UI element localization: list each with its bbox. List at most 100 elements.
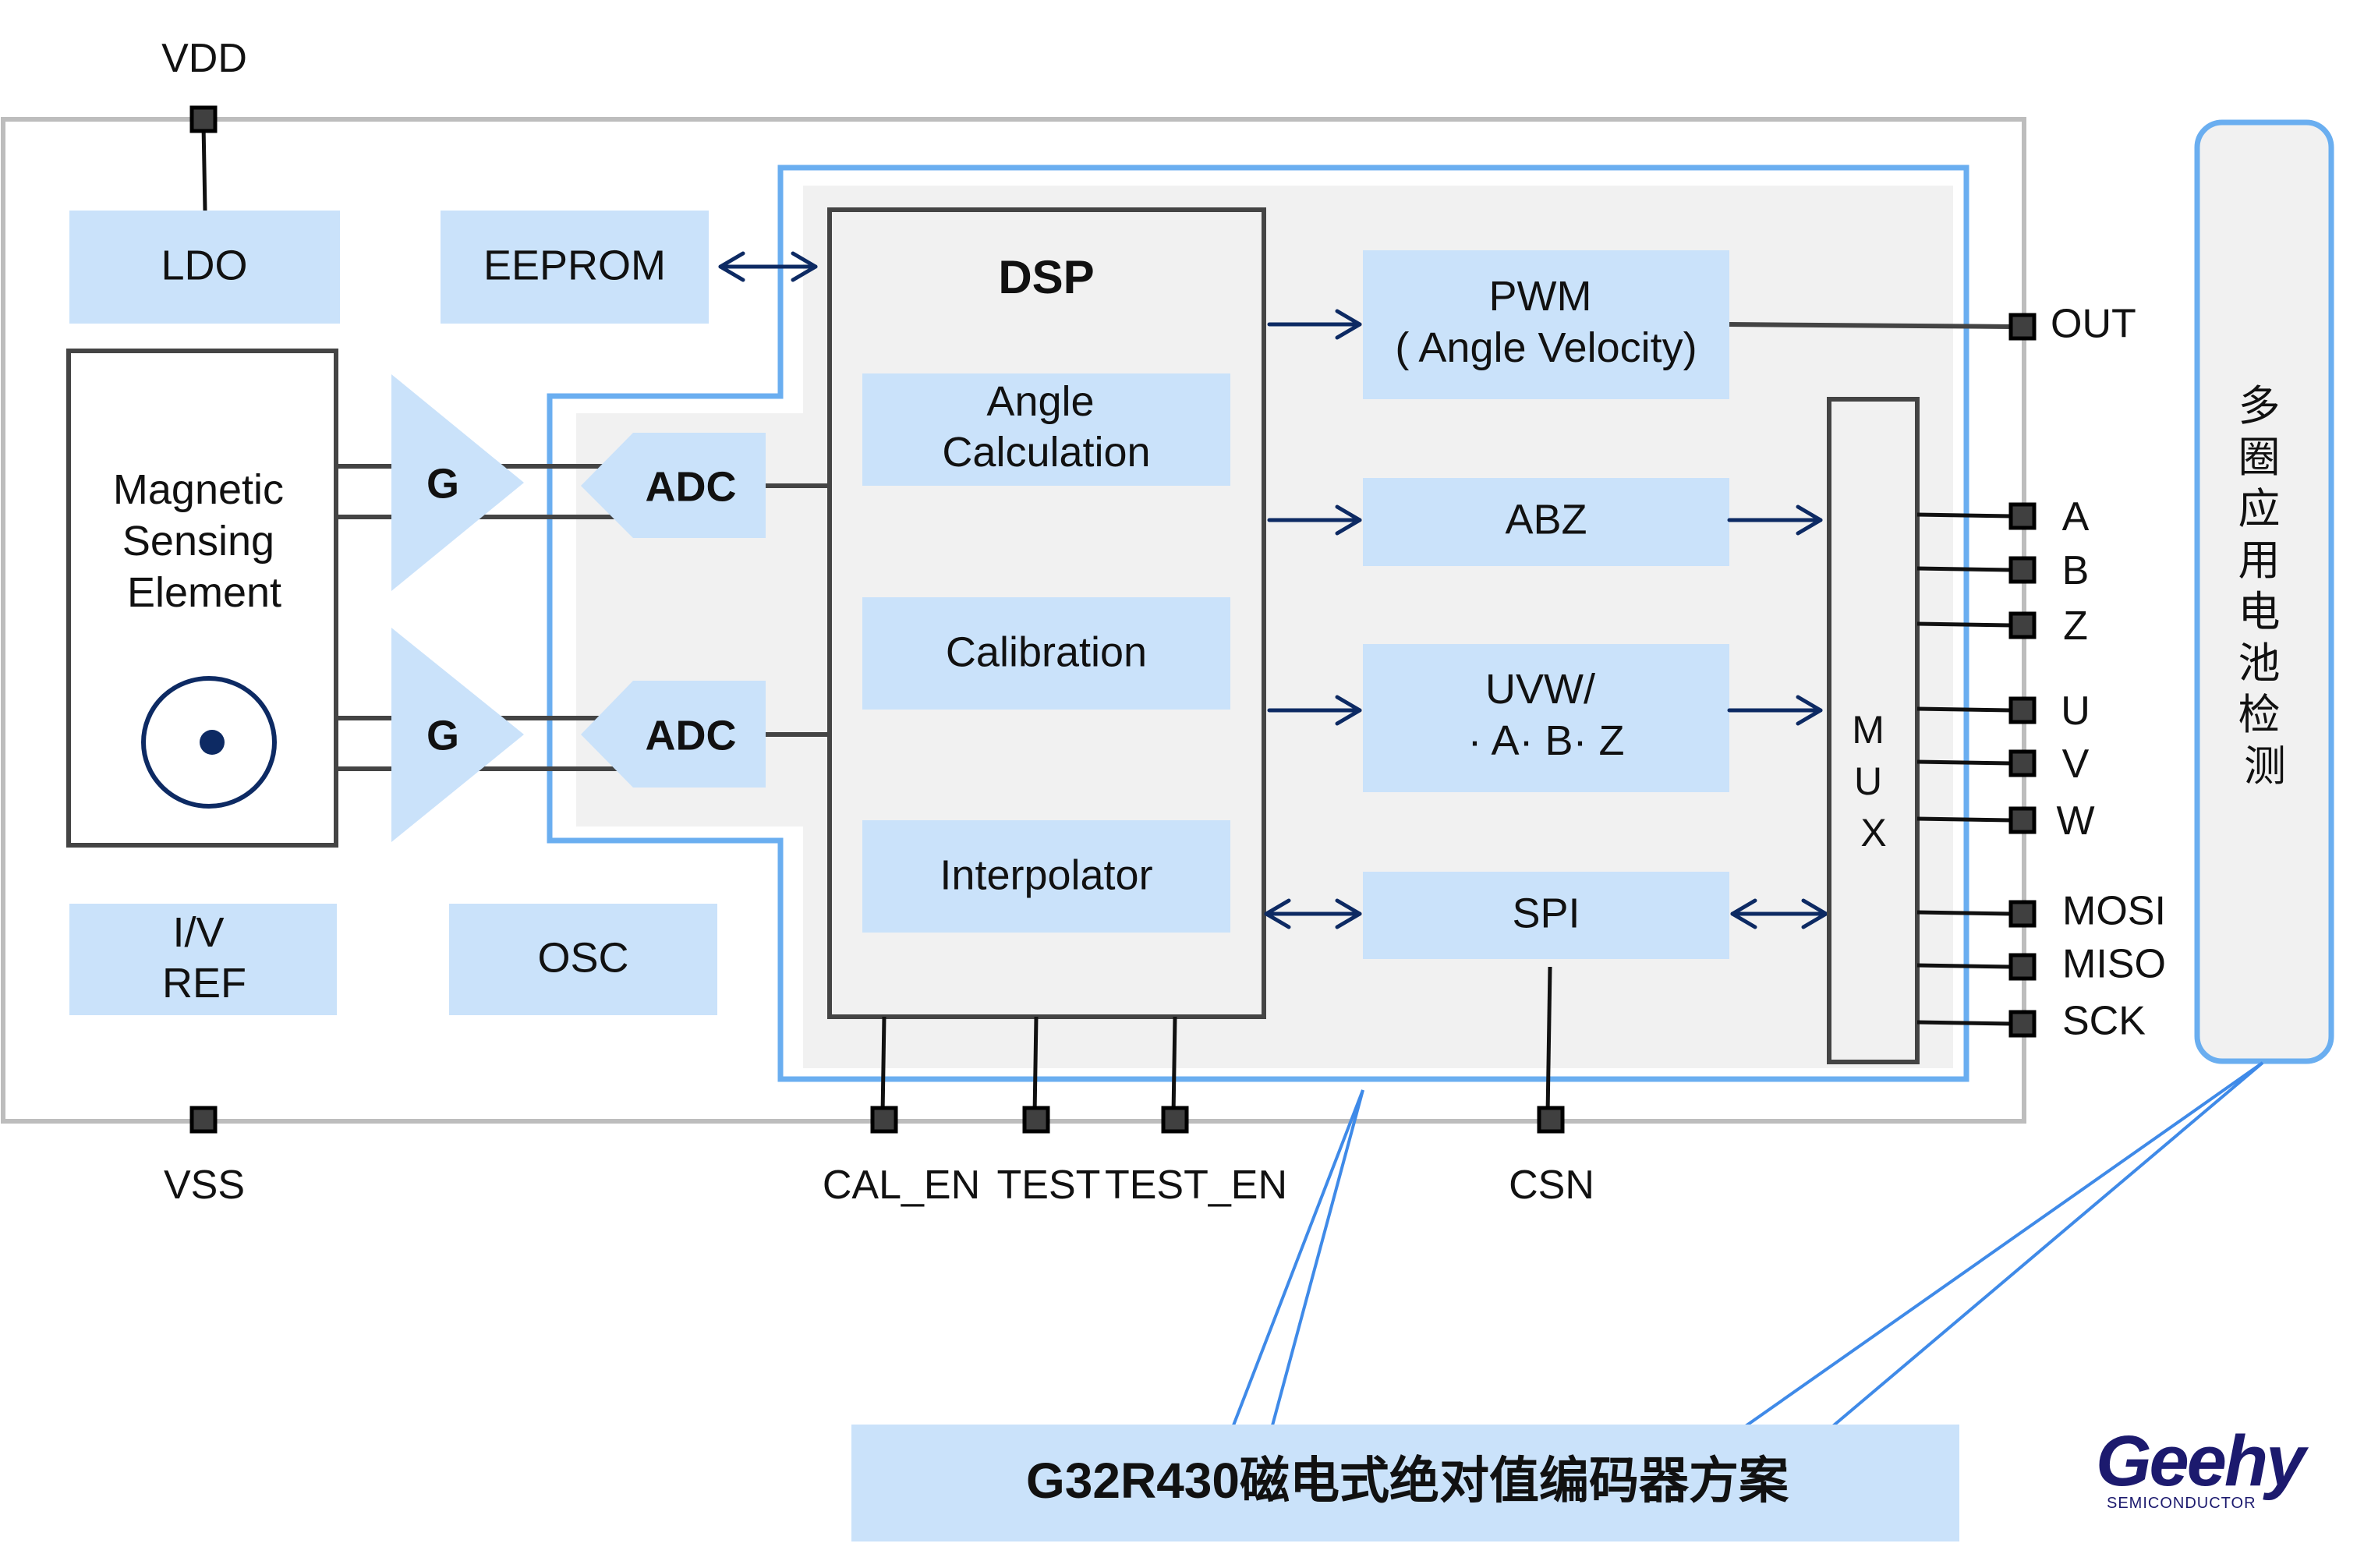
pwm-label: PWM ( Angle Velocity) xyxy=(1395,273,1697,371)
gain-2-label: G xyxy=(426,712,459,759)
ldo-block xyxy=(69,211,340,324)
mux-output-wires xyxy=(1916,512,2012,1026)
battery-detection-panel xyxy=(2194,119,2334,1064)
eeprom-dsp-bidirectional-arrow xyxy=(718,251,818,282)
test-en-label: TEST_EN xyxy=(1105,1163,1287,1208)
digital-region-outline xyxy=(547,165,1969,1082)
test-label: TEST xyxy=(997,1163,1101,1208)
mux-block xyxy=(1827,397,1920,1064)
spi-mux-bidirectional-arrow xyxy=(1730,898,1828,929)
eeprom-block xyxy=(441,211,709,324)
sck-label: SCK xyxy=(2062,999,2146,1044)
abz-block xyxy=(1363,478,1729,566)
pwm-block xyxy=(1363,250,1729,399)
iv-ref-line-1: I/V xyxy=(172,909,224,956)
mux-letter-m: M xyxy=(1852,708,1884,752)
test-en-pin xyxy=(1161,1106,1189,1134)
uvw-line-2: · A· B· Z xyxy=(1468,717,1625,764)
csn-label: CSN xyxy=(1509,1163,1594,1208)
gain-amplifier-2 xyxy=(391,628,524,842)
eeprom-label: EEPROM xyxy=(483,242,666,288)
vdd-pin xyxy=(189,105,218,133)
sensor-label-line-1: Magnetic xyxy=(113,466,284,513)
abz-to-mux-arrow xyxy=(1727,504,1823,536)
battery-char-5: 电 xyxy=(2238,589,2280,635)
v-pin xyxy=(2008,749,2037,777)
dsp-to-pwm-arrow xyxy=(1267,309,1362,340)
uvw-to-mux-arrow xyxy=(1727,695,1823,726)
gain-1-label: G xyxy=(426,460,459,507)
mux-label: M U X xyxy=(1852,708,1895,855)
angle-calculation-line-2: Calculation xyxy=(942,429,1150,476)
spi-label: SPI xyxy=(1512,890,1580,936)
battery-char-6: 池 xyxy=(2238,640,2280,687)
interpolator-block xyxy=(862,820,1230,933)
cal-en-pin xyxy=(870,1106,898,1134)
mux-letter-u: U xyxy=(1854,759,1882,803)
uvw-block xyxy=(1363,644,1729,792)
geehy-logo: Geehy SEMICONDUCTOR xyxy=(2096,1421,2311,1512)
dsp-to-uvw-arrow xyxy=(1267,695,1362,726)
diagram-title: G32R430磁电式绝对值编码器方案 xyxy=(1026,1453,1789,1509)
w-pin xyxy=(2008,806,2037,834)
battery-char-7: 检 xyxy=(2238,692,2280,738)
pwm-out-wire xyxy=(1729,322,2012,329)
battery-char-8: 测 xyxy=(2244,743,2286,790)
out-pin xyxy=(2008,313,2037,341)
sck-pin xyxy=(2008,1010,2037,1038)
adc-1 xyxy=(581,433,766,538)
mosi-label: MOSI xyxy=(2062,889,2166,934)
dsp-to-abz-arrow xyxy=(1267,504,1362,536)
spi-block xyxy=(1363,872,1729,959)
a-label: A xyxy=(2062,494,2090,540)
pwm-line-2: ( Angle Velocity) xyxy=(1395,324,1697,371)
mux-letter-x: X xyxy=(1860,811,1886,855)
pwm-line-1: PWM xyxy=(1489,273,1592,320)
sensor-label: Magnetic Sensing Element xyxy=(113,466,296,616)
vss-label: VSS xyxy=(164,1163,245,1208)
dsp-title: DSP xyxy=(998,251,1094,303)
battery-char-3: 应 xyxy=(2238,486,2280,533)
dsp-control-wires xyxy=(880,966,1552,1116)
b-label: B xyxy=(2062,548,2090,593)
uvw-line-1: UVW/ xyxy=(1485,666,1595,713)
logo-tagline: SEMICONDUCTOR xyxy=(2107,1495,2256,1512)
a-pin xyxy=(2008,502,2037,530)
calibration-block xyxy=(862,597,1230,710)
iv-ref-block xyxy=(69,904,337,1015)
z-pin xyxy=(2008,611,2037,639)
vdd-wire xyxy=(201,124,207,211)
vss-pin xyxy=(189,1106,218,1134)
mosi-pin xyxy=(2008,900,2037,928)
sensor-label-line-2: Sensing xyxy=(122,518,274,565)
uvw-label: UVW/ · A· B· Z xyxy=(1468,666,1625,764)
miso-pin xyxy=(2008,953,2037,981)
digital-region-callout xyxy=(1232,1089,1364,1426)
osc-label: OSC xyxy=(537,934,628,981)
title-banner xyxy=(851,1425,1959,1541)
adc-2-label: ADC xyxy=(646,712,737,759)
osc-block xyxy=(449,904,717,1015)
out-label: OUT xyxy=(2051,302,2136,347)
cal-en-label: CAL_EN xyxy=(823,1163,980,1208)
magnetic-sensing-element xyxy=(66,349,338,848)
battery-panel-callout xyxy=(1734,1061,2264,1435)
adc-1-label: ADC xyxy=(646,463,737,510)
angle-calculation-block xyxy=(862,373,1230,486)
angle-calculation-line-1: Angle xyxy=(986,378,1094,425)
ldo-label: LDO xyxy=(161,242,247,288)
sensor-label-line-3: Element xyxy=(127,569,281,616)
logo-brand: Geehy xyxy=(2096,1421,2309,1501)
vdd-label: VDD xyxy=(161,36,247,81)
b-pin xyxy=(2008,556,2037,584)
battery-char-4: 用 xyxy=(2238,537,2280,584)
miso-label: MISO xyxy=(2062,942,2166,987)
csn-pin xyxy=(1537,1106,1565,1134)
v-label: V xyxy=(2062,742,2090,787)
iv-ref-line-2: REF xyxy=(162,960,246,1007)
adc-2 xyxy=(581,681,766,788)
gain-amplifier-1 xyxy=(391,374,524,591)
test-pin xyxy=(1022,1106,1050,1134)
dsp-spi-bidirectional-arrow xyxy=(1264,898,1362,929)
